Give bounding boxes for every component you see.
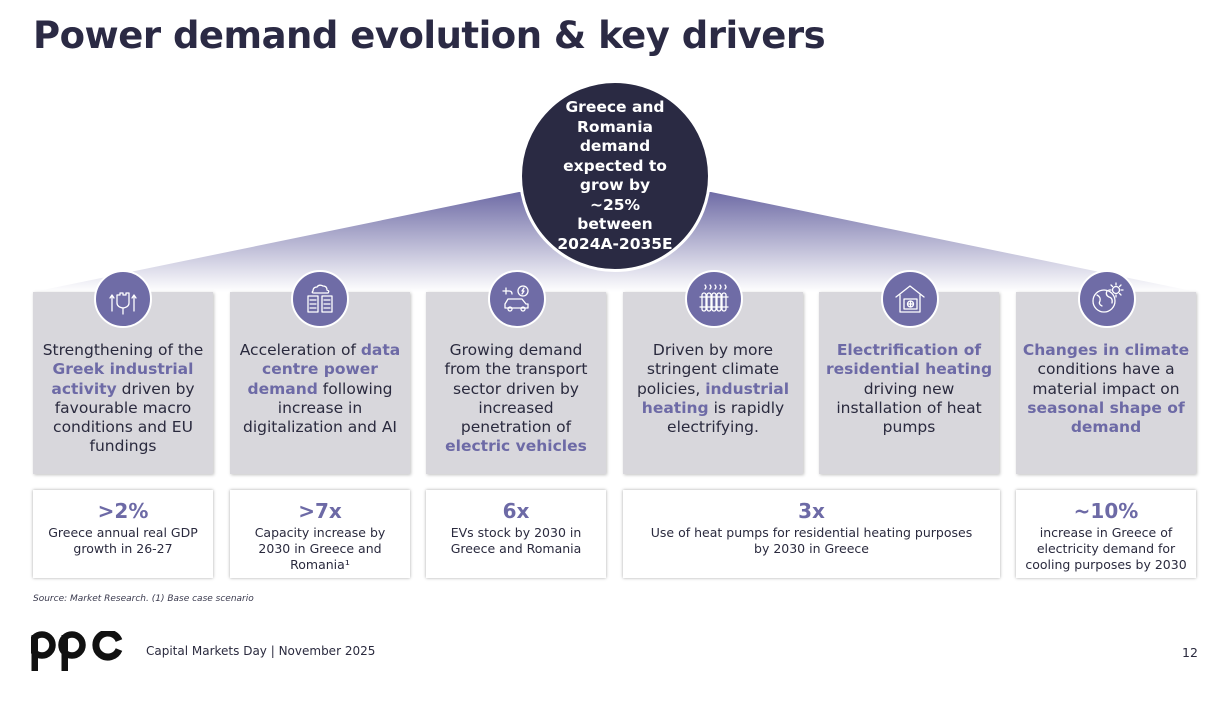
driver-text: Driven by more stringent climate policie…: [636, 341, 790, 437]
driver-card-climate: Changes in climate conditions have a mat…: [1016, 292, 1196, 474]
stat-value: ~10%: [1073, 499, 1139, 523]
stat-description: increase in Greece of electricity demand…: [1025, 525, 1187, 572]
heater-icon: [685, 270, 743, 328]
house-heat-pump-icon: [881, 270, 939, 328]
driver-text: Electrification of residential heating d…: [825, 341, 993, 437]
driver-text: Strengthening of the Greek industrial ac…: [42, 341, 204, 456]
globe-sun-icon: [1078, 270, 1136, 328]
stat-box-cooling: ~10% increase in Greece of electricity d…: [1016, 490, 1196, 578]
stat-description: Use of heat pumps for residential heatin…: [650, 525, 973, 556]
source-note: Source: Market Research. (1) Base case s…: [33, 594, 254, 604]
stat-box-evs: 6x EVs stock by 2030 in Greece and Roman…: [426, 490, 606, 578]
stat-value: >2%: [97, 499, 149, 523]
stat-value: >7x: [298, 499, 342, 523]
raised-fist-arrows-icon: [94, 270, 152, 328]
page-title: Power demand evolution & key drivers: [33, 14, 826, 57]
ppc-logo: [31, 631, 123, 671]
stat-value: 3x: [798, 499, 825, 523]
footer-text: Capital Markets Day | November 2025: [146, 644, 376, 658]
hub-text: Greece and Romania demand expected to gr…: [557, 98, 673, 253]
stat-box-capacity: >7x Capacity increase by 2030 in Greece …: [230, 490, 410, 578]
stat-description: Greece annual real GDP growth in 26-27: [48, 525, 198, 556]
stat-box-gdp: >2% Greece annual real GDP growth in 26-…: [33, 490, 213, 578]
stat-value: 6x: [502, 499, 530, 523]
electric-car-icon: [488, 270, 546, 328]
driver-text: Changes in climate conditions have a mat…: [1022, 341, 1190, 437]
stat-box-heat-pumps: 3x Use of heat pumps for residential hea…: [623, 490, 1000, 578]
central-hub: Greece and Romania demand expected to gr…: [519, 80, 711, 272]
driver-text: Acceleration of data centre power demand…: [239, 341, 401, 437]
server-cloud-icon: [291, 270, 349, 328]
driver-card-transport: Growing demand from the transport sector…: [426, 292, 606, 474]
stat-description: EVs stock by 2030 in Greece and Romania: [450, 525, 582, 556]
stat-description: Capacity increase by 2030 in Greece and …: [254, 525, 386, 572]
driver-text: Growing demand from the transport sector…: [444, 341, 588, 456]
page-number: 12: [1182, 645, 1198, 660]
